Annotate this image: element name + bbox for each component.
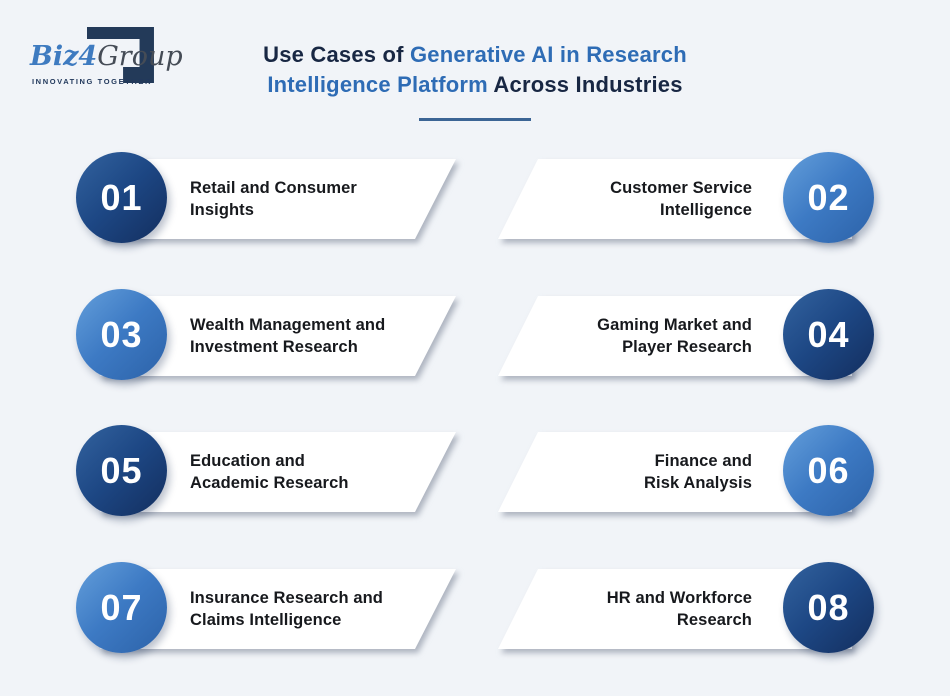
logo-word-biz: Biz [30,41,79,72]
usecase-number-08: 08 [783,562,874,653]
usecase-label-07: Insurance Research and Claims Intelligen… [190,589,383,629]
row-3: Education and Academic Research 05 Finan… [0,425,950,516]
logo-wordmark: Biz4Group [30,42,183,72]
logo-tagline: INNOVATING TOGETHER [32,77,152,86]
usecase-label-02: Customer Service Intelligence [610,179,752,219]
row-1: Retail and Consumer Insights 01 Customer… [0,152,950,243]
page-title: Use Cases of Generative AI in Research I… [230,40,720,100]
usecase-number-03: 03 [76,289,167,380]
usecase-number-06: 06 [783,425,874,516]
biz4group-logo: Biz4Group INNOVATING TOGETHER [25,22,183,88]
usecase-label-03: Wealth Management and Investment Researc… [190,316,386,356]
logo-word-4: 4 [78,41,98,72]
title-pre: Use Cases of [263,42,410,67]
usecase-number-07: 07 [76,562,167,653]
usecase-number-05: 05 [76,425,167,516]
usecase-label-06: Finance and Risk Analysis [644,452,752,492]
usecase-label-05: Education and Academic Research [190,452,349,492]
row-2: Wealth Management and Investment Researc… [0,289,950,380]
title-underline [419,118,531,121]
logo-word-group: Group [97,41,183,72]
usecase-number-01: 01 [76,152,167,243]
title-highlight: Generative AI in Research Intelligence P… [267,42,687,97]
usecase-label-08: HR and Workforce Research [606,589,752,629]
logo-bracket-icon [87,27,154,83]
usecase-label-01: Retail and Consumer Insights [190,179,357,219]
usecase-label-04: Gaming Market and Player Research [597,316,752,356]
title-post: Across Industries [487,72,683,97]
usecase-number-04: 04 [783,289,874,380]
row-4: Insurance Research and Claims Intelligen… [0,562,950,653]
usecase-number-02: 02 [783,152,874,243]
